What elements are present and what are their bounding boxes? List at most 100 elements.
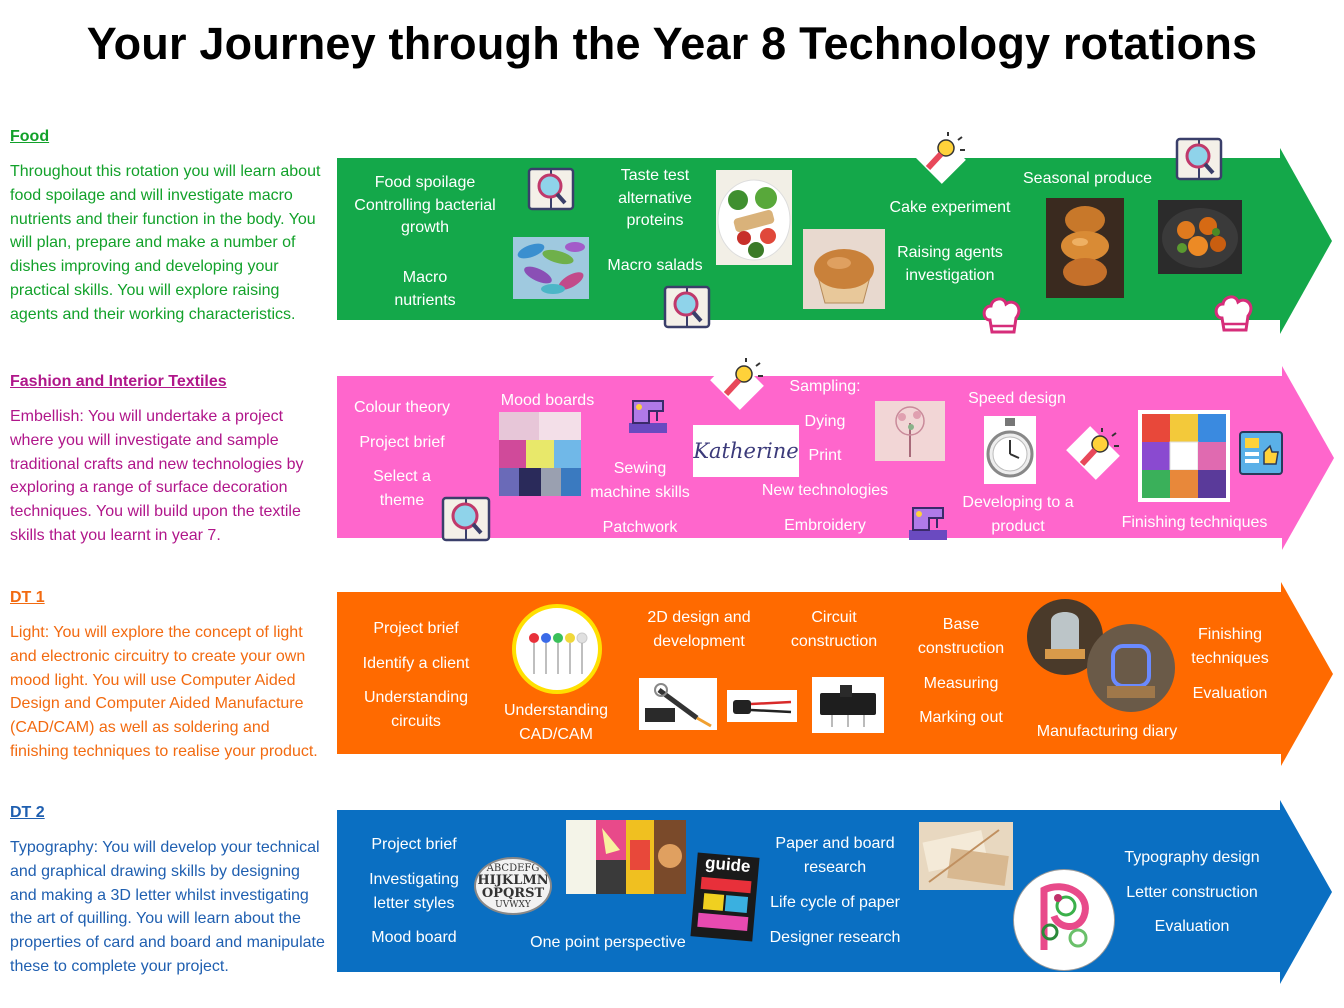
select-theme-label-1: Select a xyxy=(373,468,431,485)
led-lights-image xyxy=(512,604,602,694)
mood-light-image-2 xyxy=(1087,624,1175,712)
one-point-perspective-label: One point perspective xyxy=(530,934,686,951)
research-book-icon xyxy=(440,493,492,545)
dt1-finishing-label-2: techniques xyxy=(1191,650,1269,667)
dt2-description: Typography: You will develop your techni… xyxy=(10,839,325,975)
soldering-iron-image xyxy=(639,678,717,730)
dt2-heading: DT 2 xyxy=(10,804,45,821)
sewing-label-2: machine skills xyxy=(590,484,690,501)
dt1-timeline-arrow xyxy=(337,582,1337,766)
lightbulb-idea-icon xyxy=(908,126,970,188)
textiles-timeline-arrow xyxy=(337,366,1337,550)
alphabet-row: HIJKLMN xyxy=(477,873,549,888)
colour-theory-label: Colour theory xyxy=(353,399,451,416)
sewing-machine-icon xyxy=(625,393,671,439)
print-label: Print xyxy=(808,447,842,464)
food-nutrients-label: nutrients xyxy=(394,292,456,309)
embroidery-label: Embroidery xyxy=(784,517,866,534)
select-theme-label-2: theme xyxy=(379,492,425,509)
alphabet-oval-image: ABCDEFG HIJKLMN OPQRST UVWXY xyxy=(474,857,552,915)
letter-construction-label: Letter construction xyxy=(1126,884,1258,901)
life-cycle-label: Life cycle of paper xyxy=(770,894,900,911)
developing-label-1: Developing to a xyxy=(962,494,1074,511)
sampling-label: Sampling: xyxy=(789,378,861,395)
alphabet-row: ABCDEFG xyxy=(486,863,540,874)
cad-cam-label-1: Understanding xyxy=(503,702,609,719)
developing-label-2: product xyxy=(991,518,1045,535)
katherine-embroidery-image: Katherine xyxy=(693,425,799,477)
textiles-heading: Fashion and Interior Textiles xyxy=(10,373,227,390)
investigating-label-1: Investigating xyxy=(369,871,459,888)
circuit-construction-label-1: Circuit xyxy=(811,609,857,626)
speed-design-label: Speed design xyxy=(968,390,1066,407)
patchwork-label: Patchwork xyxy=(602,519,678,536)
mood-board-label: Mood board xyxy=(371,929,457,946)
sewing-label-1: Sewing xyxy=(613,460,667,477)
dying-label: Dying xyxy=(804,413,846,430)
evaluation-board-icon xyxy=(1238,428,1284,478)
roasted-vegetables-image xyxy=(1158,200,1242,274)
textiles-description: Embellish: You will undertake a project … xyxy=(10,408,304,544)
dt2-evaluation-label: Evaluation xyxy=(1154,918,1230,935)
chef-hat-icon xyxy=(978,292,1026,340)
measuring-label: Measuring xyxy=(923,675,999,692)
food-macro-salads-label: Macro salads xyxy=(607,257,703,274)
typography-design-label: Typography design xyxy=(1124,849,1260,866)
marking-out-label: Marking out xyxy=(919,709,1003,726)
katherine-text: Katherine xyxy=(693,439,799,463)
understanding-circuits-label-1: Understanding xyxy=(363,689,469,706)
manufacturing-diary-label: Manufacturing diary xyxy=(1036,723,1178,740)
mood-board-image xyxy=(499,412,581,496)
typography-collage-image xyxy=(566,820,686,894)
dt1-finishing-label-1: Finishing xyxy=(1197,626,1263,643)
cad-cam-label-2: CAD/CAM xyxy=(519,726,593,743)
bread-image xyxy=(1046,198,1124,298)
food-description: Throughout this rotation you will learn … xyxy=(10,163,321,323)
guide-magazine-image: guide xyxy=(690,852,760,942)
research-book-icon xyxy=(662,282,712,332)
circuit-construction-label-2: construction xyxy=(790,633,878,650)
food-taste-label-2: alternative xyxy=(618,190,692,207)
sewing-machine-icon xyxy=(905,500,951,546)
salad-image xyxy=(716,170,792,265)
dt1-heading: DT 1 xyxy=(10,589,45,606)
food-spoilage-label: Food spoilage xyxy=(374,174,476,191)
food-heading: Food xyxy=(10,128,50,145)
investigating-label-2: letter styles xyxy=(373,895,455,912)
dt1-brief-label: Project brief xyxy=(373,620,459,637)
food-taste-label-1: Taste test xyxy=(620,167,690,184)
mood-boards-label: Mood boards xyxy=(500,392,595,409)
page-title: Your Journey through the Year 8 Technolo… xyxy=(86,18,1258,69)
base-construction-label-1: Base xyxy=(942,616,980,633)
textiles-brief-label: Project brief xyxy=(359,434,445,451)
alphabet-row: UVWXY xyxy=(495,900,531,910)
research-book-icon xyxy=(526,164,576,214)
slide-switch-image xyxy=(812,677,884,733)
food-raising-label-1: Raising agents xyxy=(897,244,1003,261)
embroidered-tree-image xyxy=(875,401,945,461)
battery-clip-image xyxy=(727,690,797,722)
lightbulb-idea-icon xyxy=(706,352,768,414)
new-technologies-label: New technologies xyxy=(761,482,889,499)
finishing-techniques-label: Finishing techniques xyxy=(1121,514,1268,531)
paper-board-label-2: research xyxy=(803,859,867,876)
quilling-letter-image xyxy=(1013,869,1115,971)
paper-board-image xyxy=(919,822,1013,890)
design-development-label-1: 2D design and xyxy=(647,609,751,626)
dt2-brief-label: Project brief xyxy=(371,836,457,853)
food-growth-label: growth xyxy=(400,219,450,236)
research-book-icon xyxy=(1174,134,1224,184)
food-raising-label-2: investigation xyxy=(905,267,995,284)
design-development-label-2: development xyxy=(653,633,745,650)
food-macro-label: Macro xyxy=(402,269,448,286)
stopwatch-image xyxy=(984,416,1036,484)
dt1-description: Light: You will explore the concept of l… xyxy=(10,624,318,760)
food-taste-label-3: proteins xyxy=(626,212,684,229)
dt1-evaluation-label: Evaluation xyxy=(1192,685,1268,702)
chef-hat-icon xyxy=(1210,290,1258,338)
food-cake-label: Cake experiment xyxy=(889,199,1011,216)
paper-board-label-1: Paper and board xyxy=(775,835,895,852)
designer-research-label: Designer research xyxy=(769,929,901,946)
lightbulb-idea-icon xyxy=(1062,422,1124,484)
bacteria-image xyxy=(513,237,589,299)
